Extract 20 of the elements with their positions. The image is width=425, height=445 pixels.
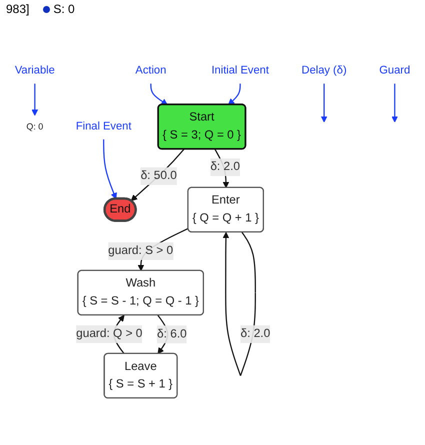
event-box: Enter { Q = Q + 1 } — [187, 186, 264, 232]
annotation-text: Delay (δ) — [302, 64, 347, 77]
initial-event-box: Start { S = 3; Q = 0 } — [157, 104, 246, 150]
edge-label: δ: 50.0 — [140, 167, 177, 186]
annotation-text: Initial Event — [211, 64, 269, 77]
annotation-text: Final Event — [76, 120, 132, 132]
edge-label: δ: 2.0 — [210, 158, 240, 176]
annotation-text: Action — [135, 64, 166, 77]
final-event-pill: End — [103, 197, 137, 222]
edge-label: guard: Q > 0 — [76, 325, 142, 344]
annotation-text: Variable — [14, 64, 55, 77]
annotation-text: Guard — [379, 64, 410, 77]
citation-text: 983] — [6, 2, 30, 16]
event-box: Leave { S = S + 1 } — [104, 352, 178, 398]
edge-label: δ: 6.0 — [157, 326, 187, 344]
edge-label: guard: S > 0 — [108, 242, 174, 260]
edge-label: δ: 2.0 — [240, 325, 270, 344]
variable-label: S: 0 — [43, 2, 75, 16]
variable-label: Q: 0 — [26, 121, 44, 132]
event-box: Wash { S = S - 1; Q = Q - 1 } — [77, 270, 204, 316]
